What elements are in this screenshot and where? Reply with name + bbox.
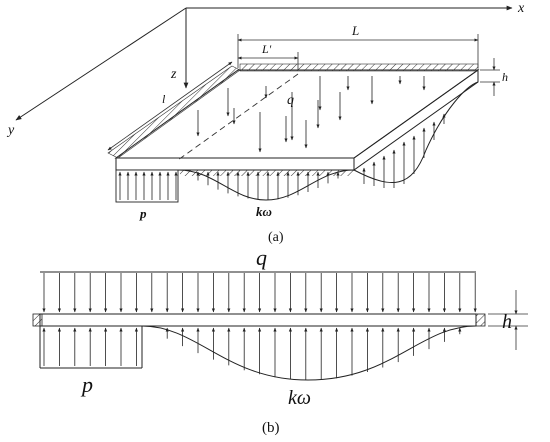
beam (32, 313, 486, 327)
label-komega-a: kω (256, 204, 272, 219)
caption-a: (a) (268, 230, 284, 245)
q-load-arrows (196, 76, 426, 153)
label-L: L (351, 23, 359, 38)
komega-reaction-front: kω (177, 169, 355, 219)
label-q-b: q (256, 245, 267, 270)
label-h-b: h (502, 311, 512, 333)
dimension-h: h (480, 58, 508, 96)
axis-x-label: x (517, 1, 525, 16)
axis-z-label: z (170, 67, 177, 82)
load-boundary-dashed (177, 73, 299, 161)
dimension-h-b: h (488, 290, 528, 350)
caption-b: (b) (262, 420, 280, 436)
dimension-l: l (107, 61, 233, 151)
panel-a: x y z (6, 1, 525, 245)
left-support (32, 313, 43, 327)
label-h-a: h (502, 70, 508, 84)
komega-reaction-b: kω (141, 325, 477, 409)
dimension-L-prime: L' (237, 42, 299, 70)
komega-reaction-side (353, 81, 479, 188)
axis-z: z (170, 8, 189, 89)
label-komega-b: kω (288, 387, 311, 409)
panel-b: q h p kω (b) (32, 245, 528, 436)
p-reaction: p (115, 169, 179, 221)
axis-x: x (186, 1, 525, 16)
label-q-a: q (287, 93, 294, 108)
axis-y: y (6, 7, 187, 138)
label-p-a: p (139, 206, 147, 221)
label-l: l (162, 92, 166, 106)
dimension-L: L (237, 23, 479, 68)
label-p-b: p (80, 372, 93, 397)
p-reaction-b: p (39, 326, 143, 397)
q-load-arrows-b (42, 273, 477, 313)
right-support (475, 313, 486, 327)
back-edge-support (239, 63, 479, 72)
axis-y-label: y (6, 123, 15, 138)
label-L-prime: L' (261, 42, 272, 56)
